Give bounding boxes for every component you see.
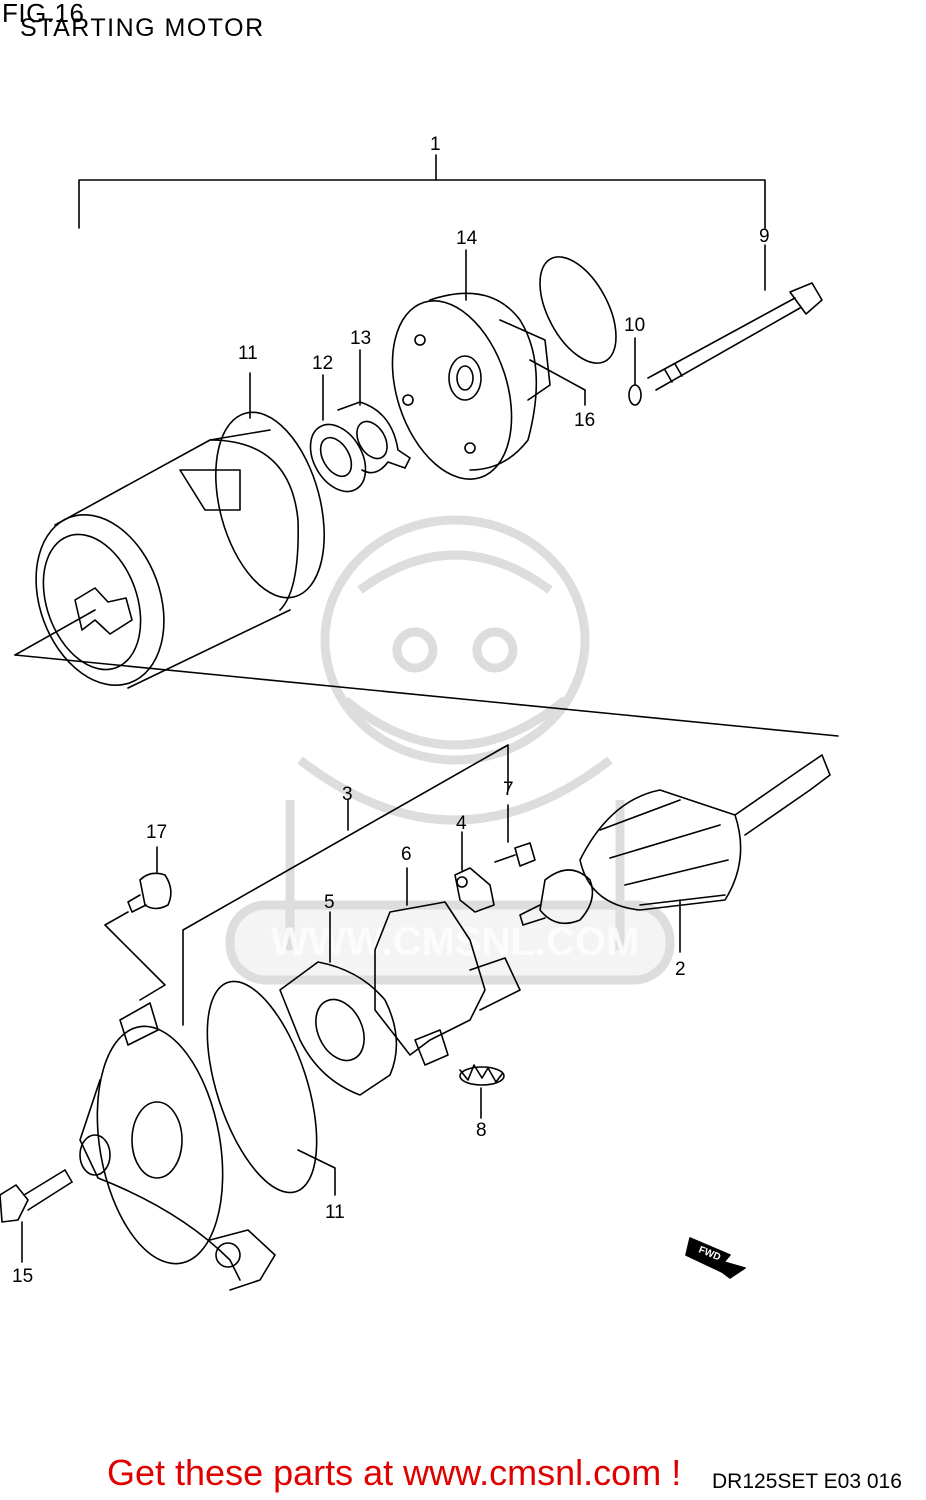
diagram-code: DR125SET E03 016 [712,1470,902,1493]
brush-4 [454,867,495,913]
callout-6: 6 [401,844,412,865]
callout-3: 3 [342,784,353,805]
promo-link[interactable]: Get these parts at www.cmsnl.com ! [107,1452,682,1493]
o-ring-upper [215,411,325,599]
end-cover-14 [391,292,551,480]
callout-16: 16 [574,410,595,431]
o-ring-lower [206,980,318,1194]
screw-7 [494,842,536,867]
motor-yoke [35,429,299,689]
assembly-bracket [78,154,766,229]
armature-2 [519,754,831,926]
figure-number: FIG.16 [2,0,85,28]
callout-17: 17 [146,822,167,843]
washer-10 [628,384,642,406]
through-bolt-9 [647,282,823,391]
page-title: STARTING MOTOR [20,14,265,42]
lock-plate-13 [337,401,411,474]
callout-5: 5 [324,892,335,913]
callout-14: 14 [456,228,478,249]
washer-12 [309,423,367,493]
watermark-text: WWW.CMSNL.COM [271,920,640,964]
bolt-17 [127,872,172,913]
brush-holder-6 [374,901,521,1066]
callout-labels: 1 2 3 4 5 6 7 8 9 10 11 11 12 13 14 15 1… [12,134,770,1287]
callout-11-upper: 11 [238,343,258,364]
callout-1: 1 [430,134,441,155]
brush-holder-bracket [182,744,509,1026]
gasket-16 [539,256,617,364]
bolt-15 [0,1169,73,1223]
callout-13: 13 [350,328,371,349]
callout-15: 15 [12,1266,33,1287]
callout-7: 7 [503,779,514,800]
callout-9: 9 [759,226,770,247]
callout-11-lower: 11 [325,1202,345,1223]
callout-12: 12 [312,353,333,374]
guide-line-upper [14,654,839,737]
brush-plate-5 [279,961,398,1096]
callout-4: 4 [456,813,467,834]
callout-8: 8 [476,1120,487,1141]
spring-8 [459,1064,505,1086]
front-housing [79,1002,276,1291]
fwd-arrow [685,1237,746,1279]
callout-10: 10 [624,315,645,336]
callout-2: 2 [675,959,686,980]
